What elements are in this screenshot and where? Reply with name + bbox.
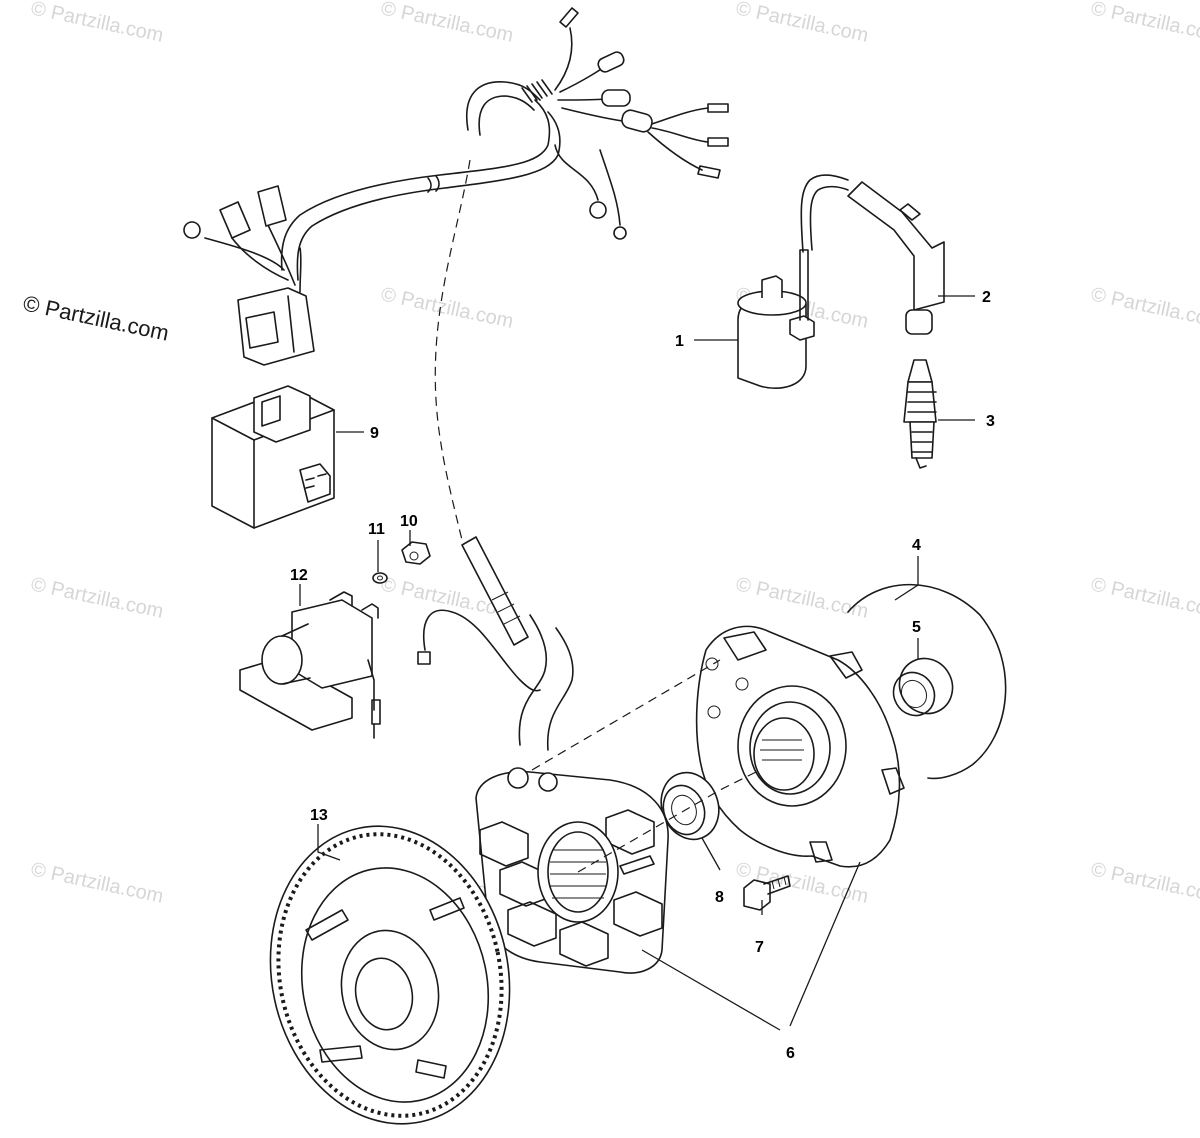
flywheel [269, 825, 511, 1125]
watermark: © Partzilla.com [1089, 858, 1200, 908]
callouts: 1 2 3 4 5 6 7 8 9 10 11 12 13 [290, 289, 995, 1062]
callout-13: 13 [310, 807, 328, 824]
routing-line [434, 159, 471, 541]
leader-lines [299, 295, 975, 1031]
watermark: © Partzilla.com [1089, 0, 1200, 47]
watermark: © Partzilla.com [29, 0, 165, 47]
watermark-main: © Partzilla.com [21, 290, 171, 345]
watermark: © Partzilla.com [1089, 283, 1200, 333]
callout-2: 2 [982, 289, 991, 306]
watermark: © Partzilla.com [29, 858, 165, 908]
cdi-module [211, 385, 335, 529]
watermark: © Partzilla.com [29, 573, 165, 623]
watermark: © Partzilla.com [1089, 573, 1200, 623]
o-ring [847, 583, 1007, 780]
alignment-line [531, 659, 721, 771]
stator-housing [695, 625, 905, 868]
callout-3: 3 [986, 413, 995, 430]
callout-11: 11 [368, 521, 385, 538]
callout-7: 7 [755, 939, 764, 956]
ground-wire [417, 609, 541, 692]
callout-8: 8 [715, 889, 724, 906]
bolt [743, 875, 791, 911]
watermark: © Partzilla.com [734, 573, 870, 623]
watermark-layer: © Partzilla.com © Partzilla.com © Partzi… [21, 0, 1200, 908]
starter-solenoid [239, 591, 381, 739]
watermark: © Partzilla.com [734, 0, 870, 47]
watermark: © Partzilla.com [379, 283, 515, 333]
callout-1: 1 [675, 333, 684, 350]
washer [372, 572, 388, 584]
callout-10: 10 [400, 513, 418, 530]
spark-plug-cap [847, 181, 945, 335]
watermark: © Partzilla.com [379, 0, 515, 47]
callout-9: 9 [370, 425, 379, 442]
nut [401, 541, 431, 565]
wiring-harness [183, 7, 729, 366]
callout-5: 5 [912, 619, 921, 636]
spark-plug [903, 359, 937, 469]
stator [461, 536, 669, 974]
callout-6: 6 [786, 1045, 795, 1062]
ignition-coil [737, 174, 849, 389]
callout-4: 4 [912, 537, 921, 554]
oil-seal [892, 657, 954, 717]
callout-12: 12 [290, 567, 308, 584]
